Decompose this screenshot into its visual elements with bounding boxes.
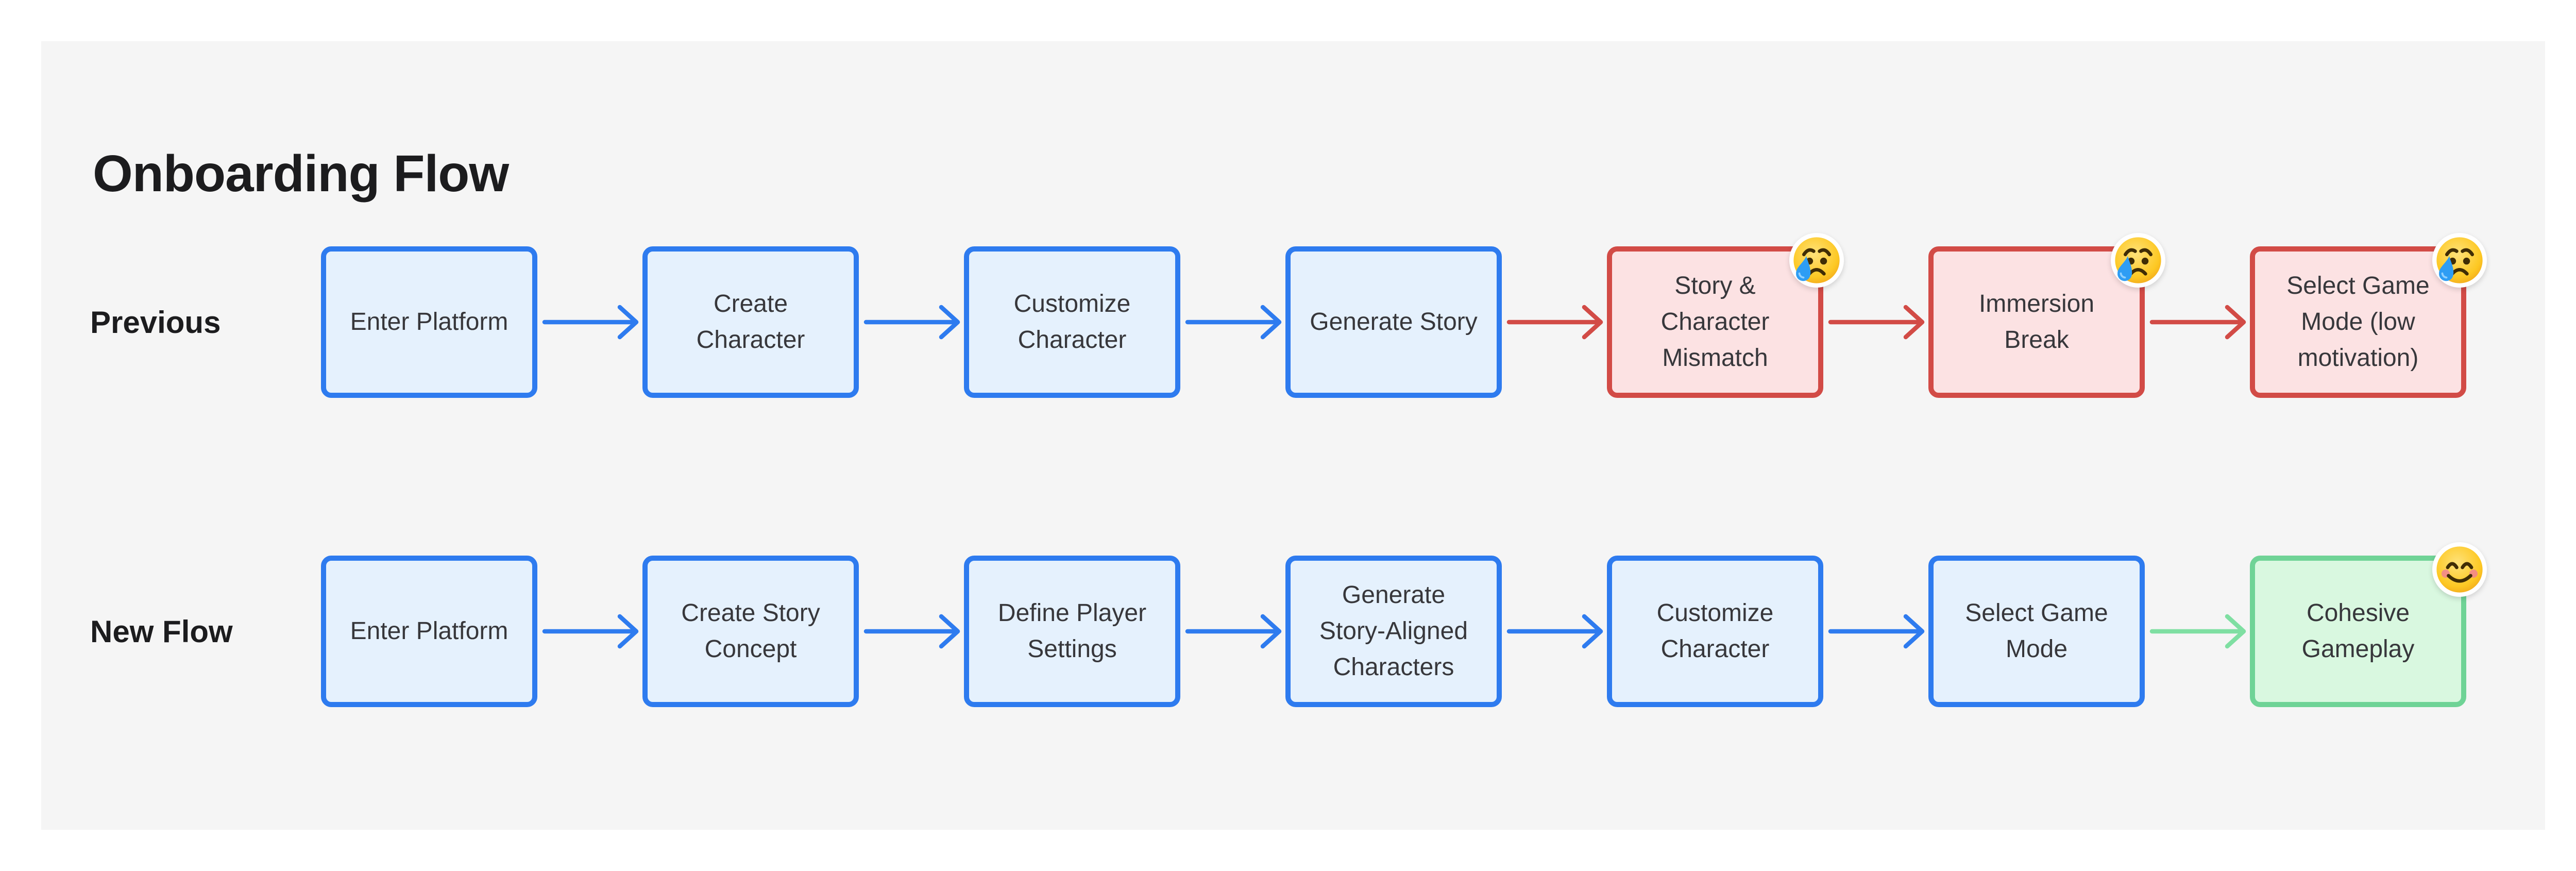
node-label: Immersion Break — [1978, 290, 2095, 354]
node-label: Select Game Mode — [1965, 599, 2108, 663]
flow-node-customize-character: Customize Character — [964, 246, 1180, 398]
flow-arrow-right-icon — [537, 613, 642, 650]
diagram-canvas: Onboarding Flow Previous Enter Platform … — [41, 41, 2545, 830]
flow-arrow-right-icon — [2145, 613, 2250, 650]
flow-node-generate-story: Generate Story — [1285, 246, 1502, 398]
crying-face-emoji-icon — [2111, 233, 2165, 288]
flow-node-enter-platform: Enter Platform — [321, 246, 537, 398]
flow-node-immersion-break: Immersion Break — [1928, 233, 2165, 398]
flow-node-enter-platform: Enter Platform — [321, 556, 537, 707]
node-label: Create Character — [696, 290, 805, 354]
row-label-previous: Previous — [90, 305, 221, 340]
node-label: Generate Story — [1310, 308, 1478, 336]
crying-face-emoji-icon — [2432, 233, 2487, 288]
flow-node-create-story-concept: Create Story Concept — [642, 556, 859, 707]
previous-flow-row: Previous Enter Platform Create Character… — [41, 233, 2545, 398]
new-flow-row: New Flow Enter Platform Create Story Con… — [41, 542, 2545, 707]
flow-node-select-game-mode-low-motivation: Select Game Mode (low motivation) — [2250, 233, 2487, 398]
node-label: Enter Platform — [350, 617, 509, 645]
node-label: Story & Character Mismatch — [1660, 272, 1770, 372]
node-label: Enter Platform — [350, 308, 509, 336]
flow-node-define-player-settings: Define Player Settings — [964, 556, 1180, 707]
node-label: Generate Story-Aligned Characters — [1319, 581, 1468, 681]
flow-arrow-right-icon — [859, 613, 964, 650]
flow-node-select-game-mode: Select Game Mode — [1928, 556, 2145, 707]
flow-node-cohesive-gameplay: Cohesive Gameplay — [2250, 542, 2487, 707]
flow-node-story-character-mismatch: Story & Character Mismatch — [1607, 233, 1844, 398]
flow-arrow-right-icon — [859, 304, 964, 341]
flow-arrow-right-icon — [1502, 613, 1607, 650]
flow-arrow-right-icon — [537, 304, 642, 341]
diagram-title: Onboarding Flow — [93, 145, 509, 203]
flow-node-generate-story-aligned-characters: Generate Story-Aligned Characters — [1285, 556, 1502, 707]
crying-face-emoji-icon — [1789, 233, 1844, 288]
flow-arrow-right-icon — [2145, 304, 2250, 341]
flow-arrow-right-icon — [1823, 613, 1928, 650]
flow-arrow-right-icon — [1180, 304, 1285, 341]
row-label-new-flow: New Flow — [90, 614, 233, 649]
node-label: Customize Character — [1656, 599, 1774, 663]
flow-arrow-right-icon — [1823, 304, 1928, 341]
node-label: Create Story Concept — [681, 599, 820, 663]
flow-node-customize-character: Customize Character — [1607, 556, 1823, 707]
smiling-face-emoji-icon — [2432, 542, 2487, 597]
flow-arrow-right-icon — [1502, 304, 1607, 341]
node-label: Customize Character — [1013, 290, 1131, 354]
node-label: Select Game Mode (low motivation) — [2286, 272, 2430, 372]
node-label: Define Player Settings — [997, 599, 1147, 663]
flow-node-create-character: Create Character — [642, 246, 859, 398]
node-label: Cohesive Gameplay — [2301, 599, 2415, 663]
flow-arrow-right-icon — [1180, 613, 1285, 650]
